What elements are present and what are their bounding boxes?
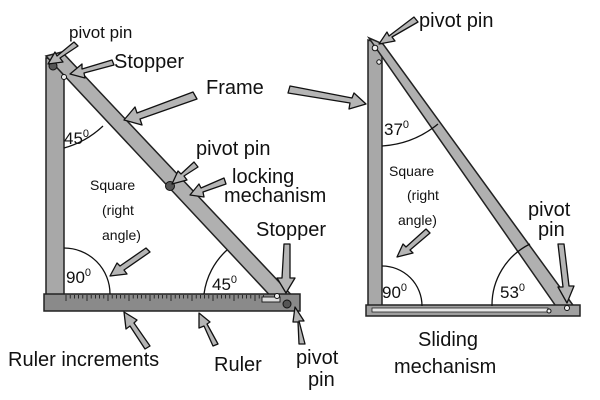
left-bottom-pivot-pin xyxy=(282,299,292,309)
label-ruler: Ruler xyxy=(214,354,262,376)
square-label-right-1: Square xyxy=(389,163,434,179)
arrow-icon xyxy=(189,177,227,198)
degree-mark: 0 xyxy=(519,282,525,294)
label-pivot-right-1: pivot xyxy=(528,199,571,221)
arrow-icon xyxy=(123,311,151,350)
arrow-icon xyxy=(171,161,199,185)
left-bottom-stopper xyxy=(274,293,280,299)
left-corner-angle-arc xyxy=(63,247,111,295)
degree-mark: 0 xyxy=(83,128,89,140)
pointer-arrows xyxy=(47,16,575,350)
left-angle-finder: 450 900 450 Square (right angle) xyxy=(43,51,301,312)
degree-mark: 0 xyxy=(401,282,407,294)
svg-text:450: 450 xyxy=(64,128,89,148)
label-pivot-bottom-left-1: pivot xyxy=(296,347,339,369)
square-label-right-2: (right xyxy=(407,187,439,203)
right-top-angle-arc xyxy=(381,123,439,147)
ruler-slot xyxy=(261,296,281,303)
right-bottom-angle-arc xyxy=(491,243,531,307)
degree-mark: 0 xyxy=(85,267,91,279)
arrow-icon xyxy=(276,243,296,294)
label-locking-line2: mechanism xyxy=(224,185,326,207)
right-corner-angle-arc xyxy=(381,265,423,307)
right-bottom-pivot-pin xyxy=(564,305,570,311)
square-label-left-1: Square xyxy=(90,177,135,193)
label-pivot-right-2: pin xyxy=(538,219,565,241)
label-locking-line1: locking xyxy=(232,166,294,188)
label-sliding-1: Sliding xyxy=(418,329,478,351)
label-pivot-pin-top-left: pivot pin xyxy=(69,23,132,42)
label-pivot-bottom-left-2: pin xyxy=(308,369,335,391)
svg-text:900: 900 xyxy=(382,282,407,302)
right-top-pivot-pin xyxy=(371,44,379,52)
angle-right-top: 37 xyxy=(384,120,403,139)
label-stopper-bottom: Stopper xyxy=(256,219,326,241)
left-top-angle-arc xyxy=(63,125,104,149)
right-vertical-arm xyxy=(367,39,383,307)
sliding-slot xyxy=(371,307,549,313)
ruler-tick-marks xyxy=(65,295,264,301)
arrow-icon xyxy=(69,59,115,79)
svg-text:450: 450 xyxy=(212,274,237,294)
label-sliding-2: mechanism xyxy=(394,356,496,378)
left-bottom-angle-arc xyxy=(203,249,228,295)
right-top-pin-2 xyxy=(376,59,382,65)
svg-text:900: 900 xyxy=(66,267,91,287)
arrow-icon xyxy=(292,306,306,345)
square-label-left-2: (right xyxy=(102,202,134,218)
arrow-icon xyxy=(557,243,575,304)
label-pivot-pin-top-right: pivot pin xyxy=(419,10,494,32)
arrow-icon xyxy=(396,228,431,258)
degree-mark: 0 xyxy=(231,274,237,286)
svg-text:530: 530 xyxy=(500,282,525,302)
angle-right-bottom: 53 xyxy=(500,283,519,302)
arrow-icon xyxy=(47,41,79,65)
left-top-stopper xyxy=(61,74,67,80)
right-slide-pin xyxy=(546,308,552,314)
label-stopper-top: Stopper xyxy=(114,51,184,73)
left-vertical-arm xyxy=(45,57,65,297)
square-label-left-3: angle) xyxy=(102,227,141,243)
arrow-icon xyxy=(287,85,367,110)
arrow-icon xyxy=(378,16,419,45)
degree-mark: 0 xyxy=(403,119,409,131)
angle-left-bottom: 45 xyxy=(212,275,231,294)
label-frame: Frame xyxy=(206,77,264,99)
label-ruler-increments: Ruler increments xyxy=(8,349,159,371)
angle-left-top: 45 xyxy=(64,129,83,148)
label-pivot-pin-middle: pivot pin xyxy=(196,138,271,160)
angle-left-corner: 90 xyxy=(66,268,85,287)
square-label-right-3: angle) xyxy=(398,212,437,228)
arrow-icon xyxy=(123,91,198,126)
right-angle-finder: 370 900 530 Square (right angle) xyxy=(365,36,581,317)
arrow-icon xyxy=(198,312,219,347)
angle-right-corner: 90 xyxy=(382,283,401,302)
svg-text:370: 370 xyxy=(384,119,409,139)
arrow-icon xyxy=(109,247,151,277)
